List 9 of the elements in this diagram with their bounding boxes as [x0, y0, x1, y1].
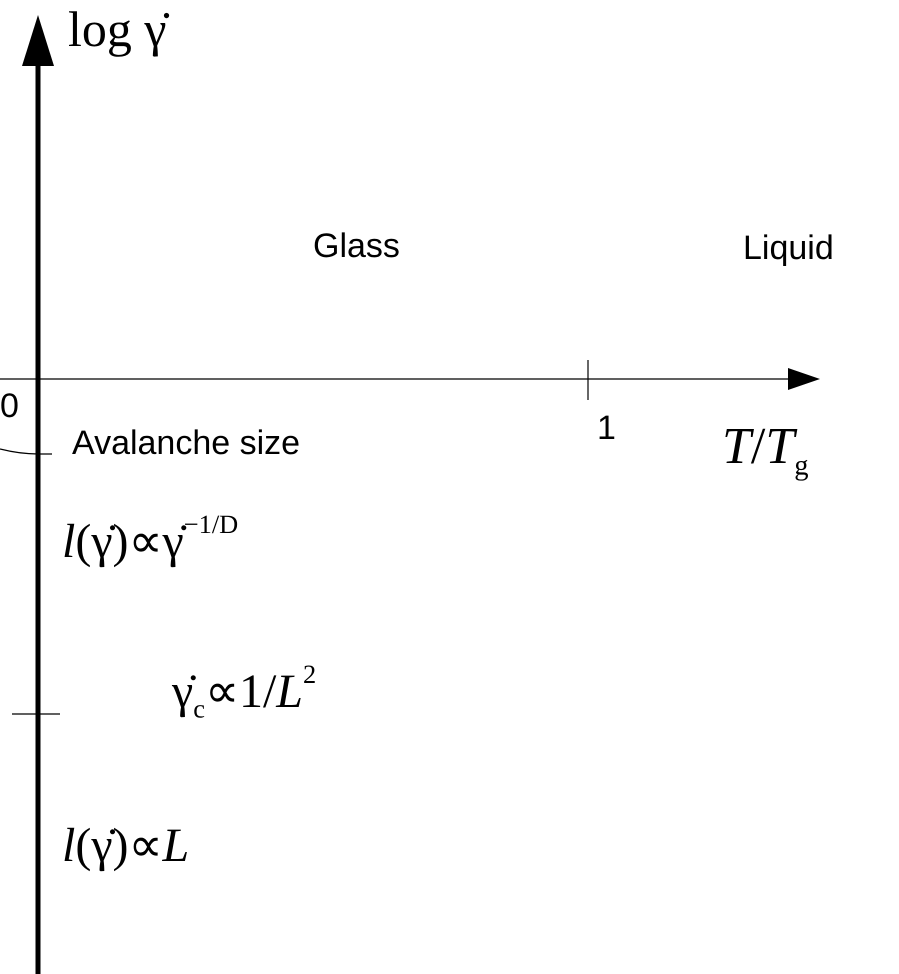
- axis-label: T/T$_{g}$: [722, 418, 809, 482]
- tick-label: 0: [0, 388, 19, 426]
- formula: γ̇$_{c}$∝1/L$^{2}$: [172, 660, 316, 724]
- formula: l(γ̇)∝L: [62, 820, 190, 873]
- region-label: Liquid: [743, 230, 834, 268]
- region-label: Glass: [313, 228, 400, 266]
- formula: l(γ̇)∝γ̇$^{−1/D}$: [62, 510, 238, 569]
- annotation-text: Avalanche size: [72, 425, 300, 462]
- tick-label: 1: [597, 410, 616, 448]
